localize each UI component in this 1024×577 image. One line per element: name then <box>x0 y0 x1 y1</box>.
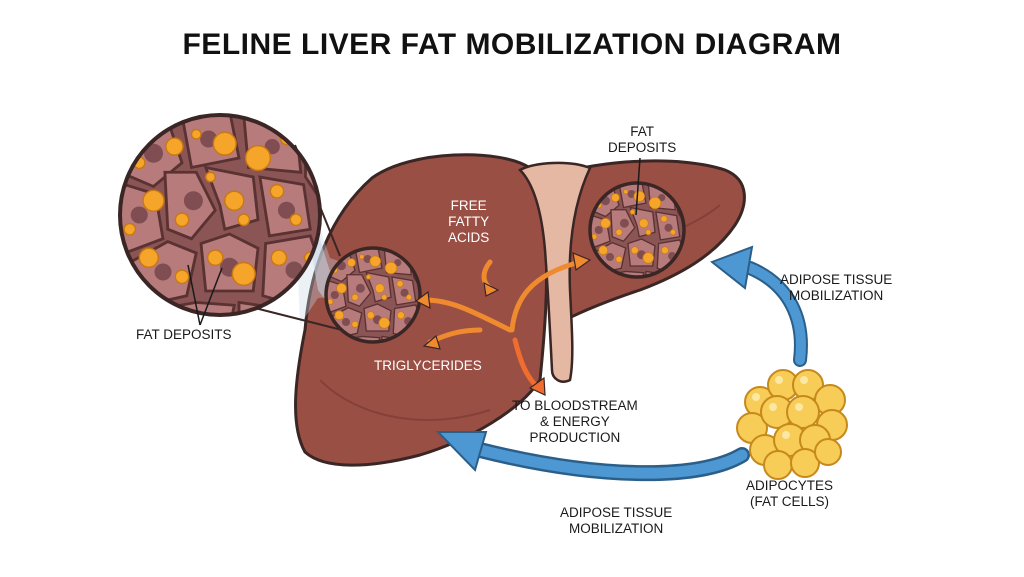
label-adipose-mobilization-bottom: ADIPOSE TISSUE MOBILIZATION <box>560 505 673 536</box>
fat-cell-cluster <box>736 369 848 480</box>
page-title: FELINE LIVER FAT MOBILIZATION DIAGRAM <box>182 28 842 61</box>
fat-cell-highlights <box>752 376 808 439</box>
leader-lines <box>187 157 641 326</box>
orange-arrowheads <box>414 252 592 396</box>
label-free-fatty-acids: FREE FATTY ACIDS <box>448 198 490 245</box>
hepatocyte-lens <box>324 246 422 344</box>
label-bloodstream: TO BLOODSTREAM & ENERGY PRODUCTION <box>512 398 638 445</box>
hepatocyte-magnified-view <box>118 113 322 317</box>
label-fat-deposits-top: FAT DEPOSITS <box>608 124 677 155</box>
label-adipose-mobilization-right: ADIPOSE TISSUE MOBILIZATION <box>780 272 893 303</box>
label-triglycerides: TRIGLYCERIDES <box>374 358 482 373</box>
blue-mobilization-arrows <box>435 245 808 482</box>
label-fat-deposits-left: FAT DEPOSITS <box>136 327 232 342</box>
fat-deposit-lens-right <box>588 181 686 279</box>
label-adipocytes: ADIPOCYTES (FAT CELLS) <box>746 478 834 509</box>
